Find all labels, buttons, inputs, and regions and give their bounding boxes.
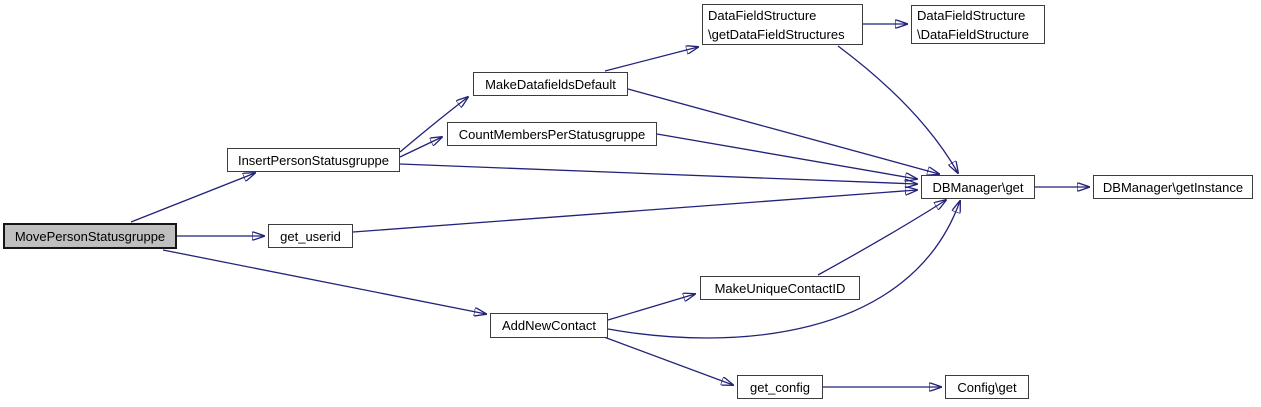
edge-addnewcontact-to-makeuniquecontactid [607, 294, 695, 321]
node-get-config[interactable]: get_config [737, 375, 823, 399]
node-makeuniquecontactid[interactable]: MakeUniqueContactID [700, 276, 860, 300]
edge-addnewcontact-to-dbmanagerget [607, 201, 960, 339]
edge-insert-to-makedatafieldsdefault [399, 97, 468, 153]
node-get-userid[interactable]: get_userid [268, 224, 353, 248]
node-dbmanager-get[interactable]: DBManager\get [921, 175, 1035, 199]
node-makedatafieldsdefault[interactable]: MakeDatafieldsDefault [473, 72, 628, 96]
edge-addnewcontact-to-getconfig [603, 336, 733, 385]
node-countmembersperstatusgruppe[interactable]: CountMembersPerStatusgruppe [447, 122, 657, 146]
node-addnewcontact[interactable]: AddNewContact [490, 313, 608, 338]
node-datafieldstructure-datafieldstructure[interactable]: DataFieldStructure \DataFieldStructure [911, 5, 1045, 44]
edge-getuserid-to-dbmanagerget [352, 190, 917, 233]
edge-makeuniquecontactid-to-dbmanagerget [817, 200, 946, 276]
node-config-get[interactable]: Config\get [945, 375, 1029, 399]
edge-countmembers-to-dbmanagerget [656, 133, 917, 179]
node-insertpersonstatusgruppe[interactable]: InsertPersonStatusgruppe [227, 148, 400, 172]
node-movepersonstatusgruppe: MovePersonStatusgruppe [3, 223, 177, 249]
edge-makedatafieldsdefault-to-dbmanagerget [627, 88, 939, 174]
node-datafieldstructure-getdatafieldstructures[interactable]: DataFieldStructure \getDataFieldStructur… [702, 4, 863, 45]
edge-insert-to-countmembers [399, 137, 442, 158]
edge-makedatafieldsdefault-to-getdatafieldstructures [604, 47, 698, 72]
node-dbmanager-getinstance[interactable]: DBManager\getInstance [1093, 175, 1253, 199]
edge-move-to-insert [130, 173, 255, 223]
edge-move-to-addnewcontact [162, 249, 486, 314]
edge-insert-to-dbmanagerget [399, 163, 917, 184]
edge-getdatafieldstructures-to-dbmanagerget [837, 45, 958, 173]
